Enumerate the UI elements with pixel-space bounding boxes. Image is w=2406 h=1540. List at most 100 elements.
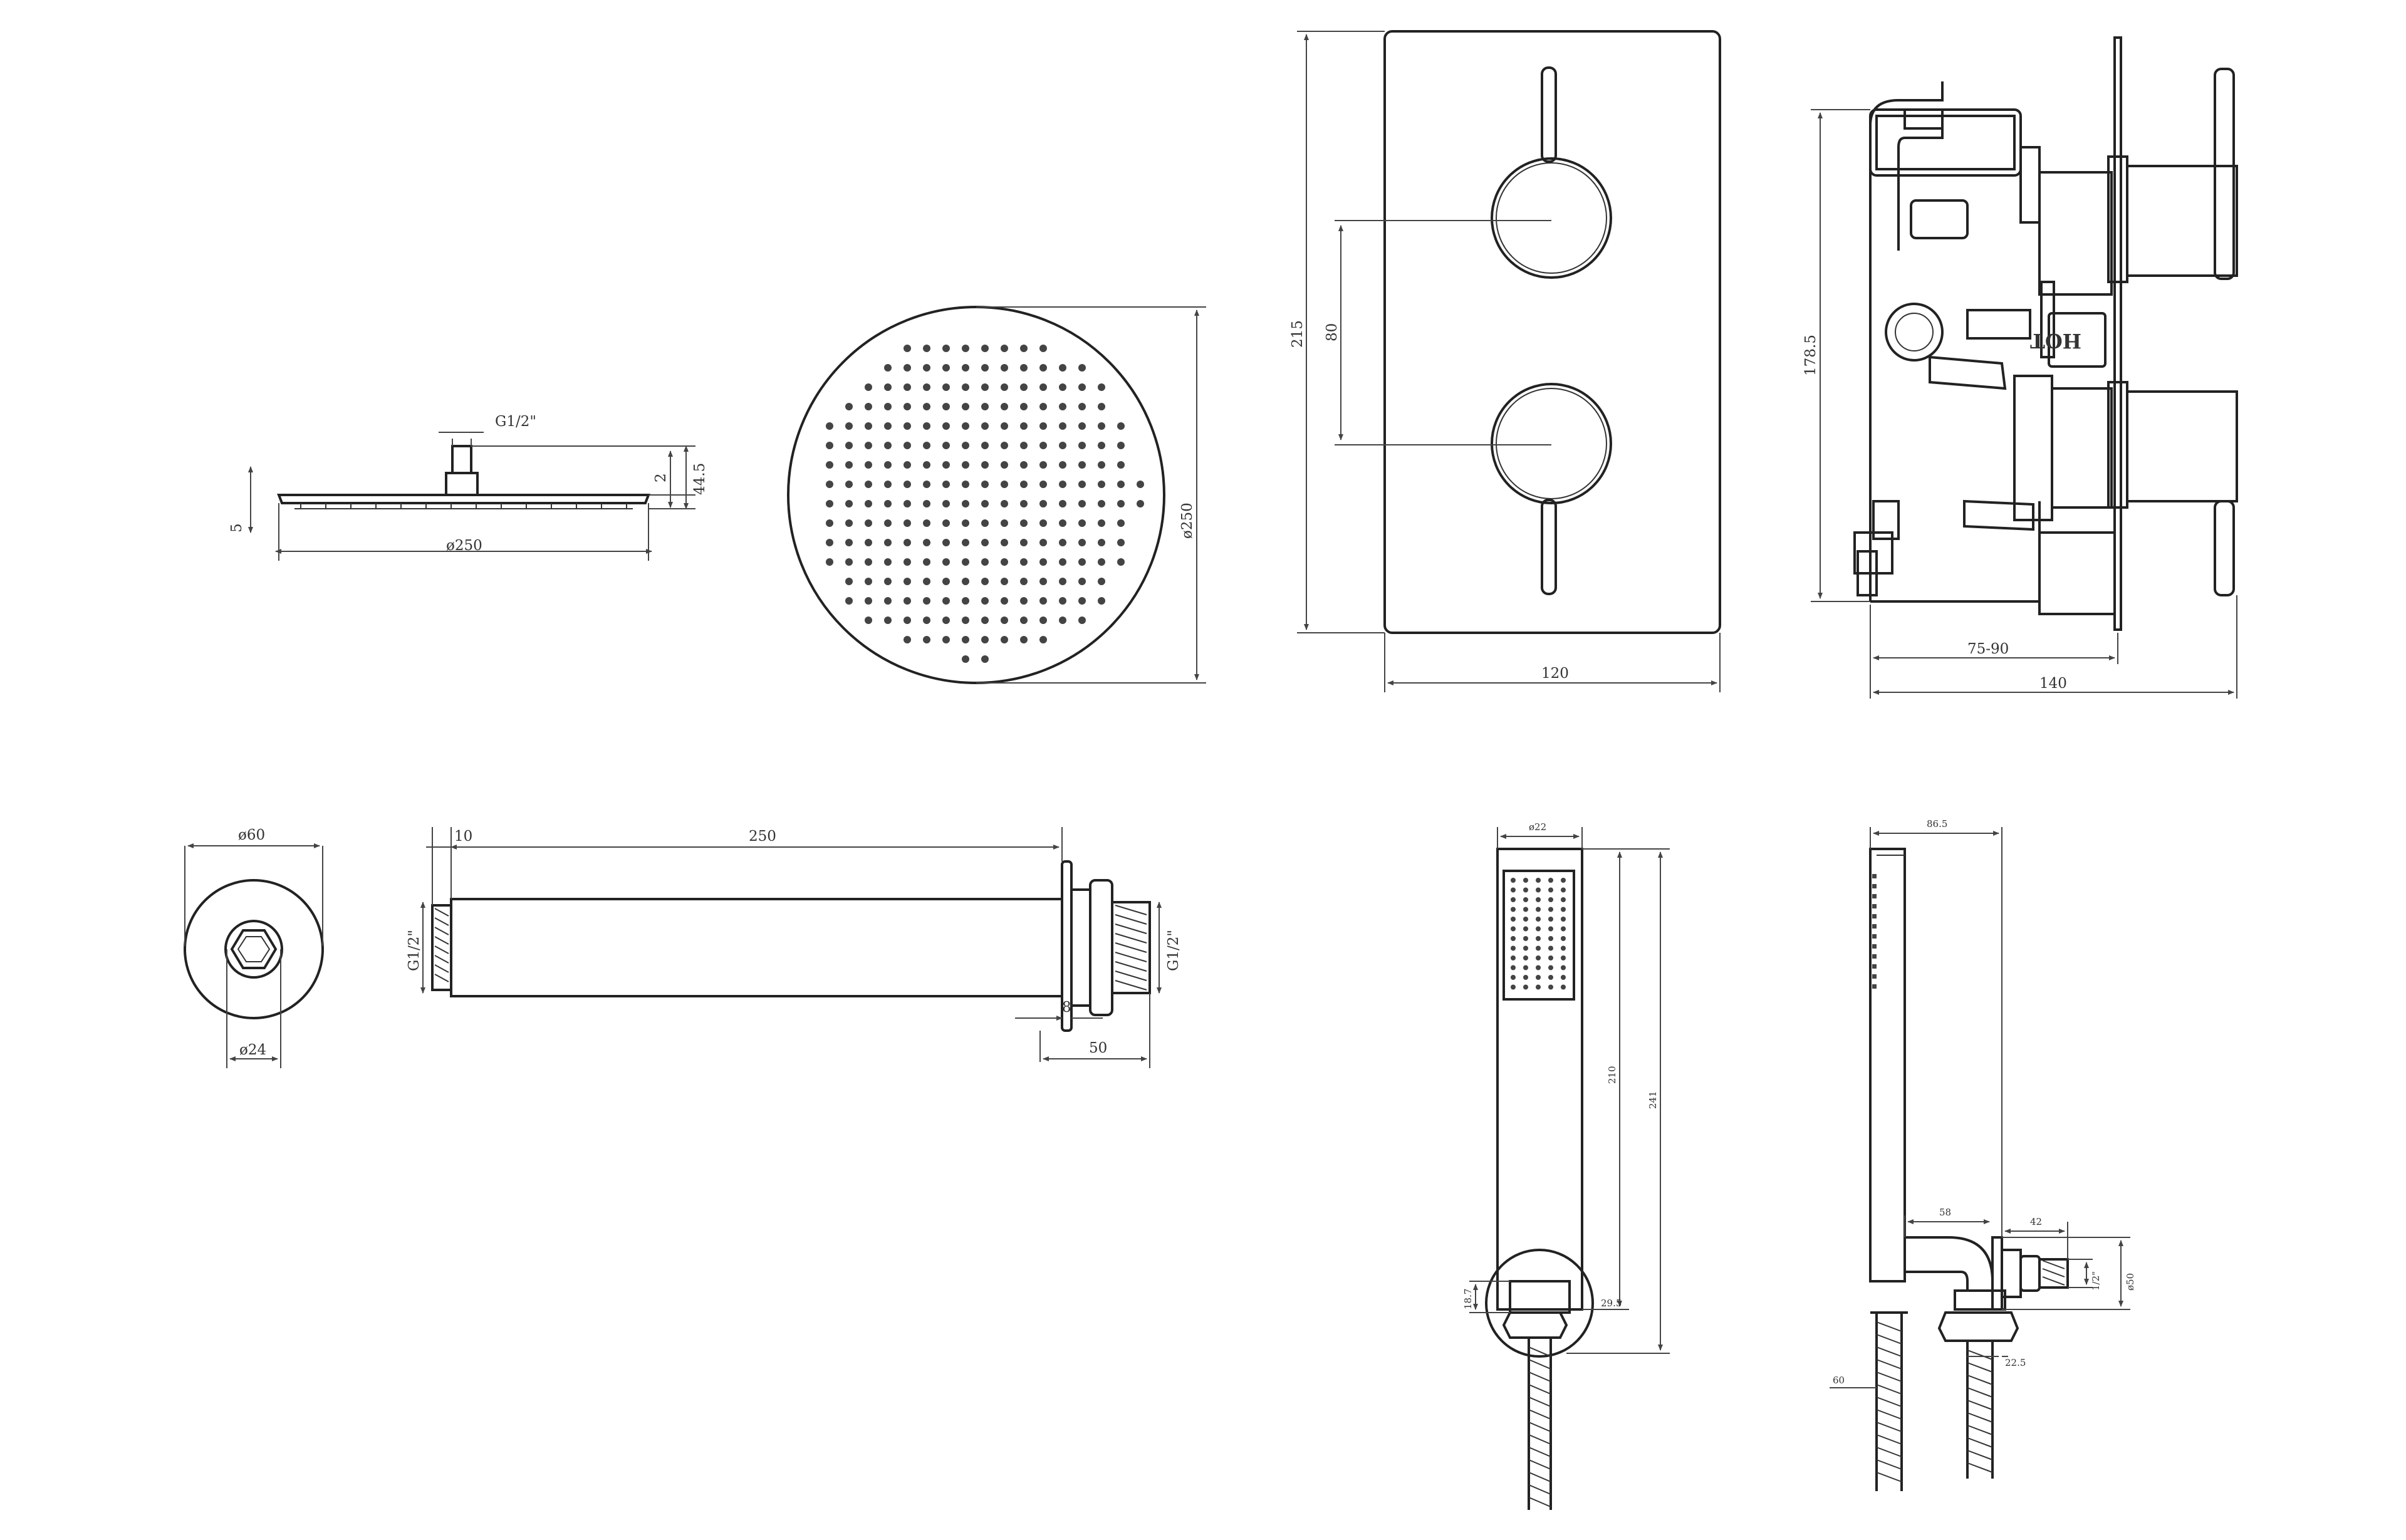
nozzle-dot bbox=[845, 539, 853, 546]
nozzle-dot bbox=[904, 539, 911, 546]
nozzle-dot bbox=[1059, 481, 1066, 488]
nozzle-dot bbox=[884, 500, 892, 507]
spray-hole bbox=[1511, 945, 1516, 951]
nozzle-dot bbox=[1039, 442, 1047, 449]
spray-hole bbox=[1511, 936, 1516, 941]
nozzle-dot bbox=[962, 345, 969, 352]
nozzle-dot bbox=[865, 383, 872, 391]
spray-hole bbox=[1548, 965, 1553, 970]
valve-side-height-label: 178.5 bbox=[1803, 335, 1819, 376]
nozzle-dot bbox=[865, 597, 872, 605]
nozzle-dot bbox=[884, 364, 892, 372]
nozzle-dot bbox=[1039, 481, 1047, 488]
nozzle-dot bbox=[981, 403, 989, 410]
nozzle-dot bbox=[1020, 481, 1028, 488]
nozzle-dot bbox=[1039, 500, 1047, 507]
nozzle-dot bbox=[1039, 539, 1047, 546]
nozzle-dot bbox=[923, 364, 930, 372]
nozzle-dot bbox=[1020, 422, 1028, 430]
arm-tube-diameter-label: ø24 bbox=[239, 1042, 266, 1058]
nozzle-dot bbox=[981, 500, 989, 507]
spray-hole bbox=[1511, 926, 1516, 932]
nozzle-dot bbox=[1098, 403, 1105, 410]
nozzle-dot bbox=[1098, 500, 1105, 507]
spray-hole bbox=[1548, 878, 1553, 883]
nozzle-dot bbox=[826, 461, 833, 469]
handset-side-view: 86.5 58 42 1/2" ø50 22.5 60 bbox=[1830, 818, 2136, 1491]
spray-hole bbox=[1523, 955, 1528, 960]
side-spray-hole bbox=[1872, 884, 1877, 888]
nozzle-dot bbox=[884, 578, 892, 585]
nozzle-dot bbox=[1001, 558, 1008, 566]
nozzle-dot bbox=[981, 578, 989, 585]
nozzle-dot bbox=[1020, 558, 1028, 566]
nozzle-dot bbox=[1001, 539, 1008, 546]
nozzle-dot bbox=[845, 578, 853, 585]
nozzle-dot bbox=[942, 364, 950, 372]
arm-thread-right-label: G1/2" bbox=[1165, 930, 1182, 971]
nozzle-dot bbox=[1039, 364, 1047, 372]
nozzle-dot bbox=[1098, 383, 1105, 391]
side-spray-hole bbox=[1872, 954, 1877, 959]
nozzle-dot bbox=[981, 364, 989, 372]
nozzle-dot bbox=[1020, 597, 1028, 605]
nozzle-dot bbox=[1117, 558, 1125, 566]
nozzle-dot bbox=[1098, 558, 1105, 566]
nozzle-dot bbox=[884, 403, 892, 410]
nozzle-dot bbox=[1078, 539, 1086, 546]
nozzle-dot bbox=[904, 558, 911, 566]
shower-head-height-small-label: 2 bbox=[653, 473, 669, 482]
nozzle-dot bbox=[1001, 597, 1008, 605]
valve-front-view: 215 80 120 bbox=[1289, 30, 1721, 692]
shower-head-thread-label: G1/2" bbox=[495, 414, 536, 430]
nozzle-dot bbox=[942, 597, 950, 605]
spray-hole bbox=[1548, 917, 1553, 922]
valve-centers-label: 80 bbox=[1324, 323, 1340, 341]
spray-hole bbox=[1523, 897, 1528, 902]
nozzle-dot bbox=[826, 519, 833, 527]
nozzle-dot bbox=[1098, 481, 1105, 488]
valve-side-view: HOT 178.5 75-90 140 bbox=[1803, 36, 2238, 699]
nozzle-dot bbox=[1117, 539, 1125, 546]
nozzle-dot bbox=[845, 403, 853, 410]
nozzle-dot bbox=[923, 422, 930, 430]
nozzle-dot bbox=[1039, 461, 1047, 469]
shower-head-top-view: ø250 bbox=[787, 306, 1206, 684]
nozzle-dot bbox=[865, 519, 872, 527]
handset-bracket-label: 29.5 bbox=[1601, 1298, 1622, 1309]
nozzle-dot bbox=[1098, 578, 1105, 585]
spray-hole bbox=[1561, 917, 1566, 922]
handset-base-label: 60 bbox=[1833, 1375, 1845, 1386]
nozzle-dot bbox=[923, 578, 930, 585]
spray-hole bbox=[1561, 878, 1566, 883]
spray-hole bbox=[1523, 887, 1528, 893]
spray-hole bbox=[1536, 984, 1541, 990]
nozzle-dot bbox=[1117, 442, 1125, 449]
arm-flange-diameter-label: ø60 bbox=[238, 827, 265, 843]
nozzle-dot bbox=[1059, 461, 1066, 469]
nozzle-dot bbox=[981, 383, 989, 391]
nozzle-dot bbox=[865, 461, 872, 469]
arm-end-view: ø60 ø24 bbox=[184, 827, 324, 1068]
nozzle-dot bbox=[1078, 442, 1086, 449]
spray-hole bbox=[1536, 975, 1541, 980]
nozzle-dot bbox=[923, 558, 930, 566]
nozzle-dot bbox=[1020, 364, 1028, 372]
nozzle-dot bbox=[1039, 558, 1047, 566]
nozzle-dot bbox=[904, 461, 911, 469]
nozzle-dot bbox=[884, 519, 892, 527]
nozzle-dot bbox=[826, 500, 833, 507]
nozzle-dot bbox=[1078, 519, 1086, 527]
nozzle-dot bbox=[1059, 597, 1066, 605]
spray-hole bbox=[1561, 955, 1566, 960]
nozzle-dot bbox=[942, 617, 950, 624]
nozzle-dot bbox=[1020, 442, 1028, 449]
shower-head-side-diameter-label: ø250 bbox=[446, 538, 482, 554]
nozzle-dot bbox=[923, 481, 930, 488]
nozzle-dot bbox=[1020, 578, 1028, 585]
spray-hole bbox=[1561, 965, 1566, 970]
nozzle-dot bbox=[884, 597, 892, 605]
nozzle-dot bbox=[1020, 636, 1028, 643]
nozzle-dot bbox=[942, 481, 950, 488]
nozzle-dot bbox=[1098, 461, 1105, 469]
